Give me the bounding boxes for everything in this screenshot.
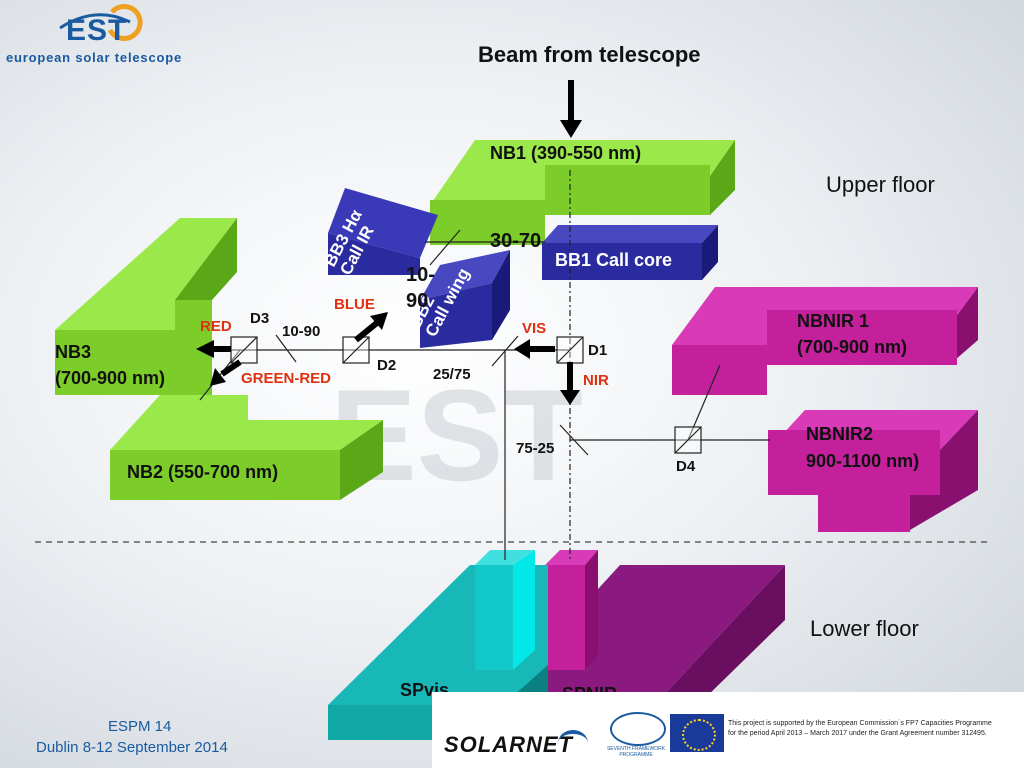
place-label: Dublin 8-12 September 2014 (36, 739, 228, 756)
nbnir2-block (768, 410, 978, 532)
nbnir1-block (672, 287, 978, 395)
band-red: RED (200, 318, 232, 335)
logo-icon (59, 3, 143, 41)
lower-floor-label: Lower floor (810, 616, 919, 641)
support-line-2: for the period April 2013 – March 2017 u… (728, 730, 987, 737)
flow-arrows (196, 80, 582, 405)
d1-label: D1 (588, 342, 608, 359)
fp7-globe-icon (610, 712, 666, 746)
ratio-75-25: 75-25 (516, 440, 555, 457)
beam-paths (199, 170, 770, 560)
bb1-block (542, 225, 718, 280)
solarnet-swoosh-icon (558, 730, 588, 756)
ratio-30-70: 30-70 (490, 230, 542, 252)
nb1-block (430, 140, 735, 245)
bb2-block (420, 250, 510, 348)
ratio-10-90-top-a: 10- (406, 264, 435, 286)
solarnet-logo: SOLARNET (444, 732, 573, 757)
nbnir1-label-2: (700-900 nm) (797, 337, 908, 357)
ratio-10-90: 10-90 (282, 323, 321, 340)
nbnir2-label-2: 900-1100 nm) (806, 451, 920, 471)
band-nir: NIR (583, 372, 609, 389)
nb2-label: NB2 (550-700 nm) (127, 462, 279, 482)
sponsor-strip: SOLARNET SEVENTH FRAMEWORK PROGRAMME Thi… (432, 692, 1024, 768)
nb3-label-1: NB3 (55, 342, 92, 362)
support-line-1: This project is supported by the Europea… (728, 720, 992, 727)
band-blue: BLUE (334, 296, 375, 313)
d2-label: D2 (377, 357, 397, 374)
upper-floor-label: Upper floor (826, 172, 935, 197)
nbnir1-label-1: NBNIR 1 (797, 311, 870, 331)
fp7-logo: SEVENTH FRAMEWORK PROGRAMME (600, 712, 672, 760)
nbnir2-label-1: NBNIR2 (806, 424, 874, 444)
d3-label: D3 (250, 310, 270, 327)
spvis-block (328, 550, 548, 740)
band-green-red: GREEN-RED (241, 370, 332, 387)
beam-title: Beam from telescope (478, 42, 701, 67)
bb3-block (328, 188, 438, 275)
logo-short: EST (66, 14, 128, 47)
logo-text: european solar telescope (6, 50, 182, 65)
ratio-25-75: 25/75 (433, 366, 471, 383)
nb3-label-2: (700-900 nm) (55, 368, 166, 388)
eu-flag-icon (670, 714, 724, 752)
nb2-block (110, 395, 383, 500)
fp7-label: SEVENTH FRAMEWORK PROGRAMME (606, 746, 666, 758)
band-vis: VIS (522, 320, 547, 337)
nb3-block (55, 218, 237, 395)
d4-label: D4 (676, 458, 696, 475)
event-label: ESPM 14 (108, 718, 172, 735)
dichroic-boxes (230, 336, 702, 454)
bb1-label: BB1 Call core (555, 250, 673, 270)
nb1-label: NB1 (390-550 nm) (490, 143, 642, 163)
ratio-10-90-top-b: 90 (406, 290, 429, 312)
